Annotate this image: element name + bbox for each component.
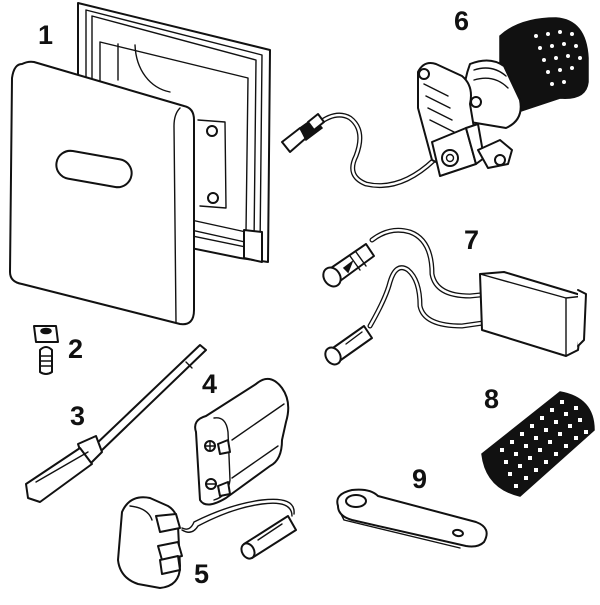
part-label-7: 7 <box>464 225 480 255</box>
part-label-8: 8 <box>484 384 500 414</box>
part-label-3: 3 <box>70 401 86 431</box>
part-7-electronics-module <box>322 227 587 366</box>
part-4-battery-pack <box>194 377 290 506</box>
part-8-strainer <box>481 391 595 497</box>
part-3-hex-key <box>25 344 207 503</box>
part-label-5: 5 <box>194 559 210 589</box>
part-label-1: 1 <box>38 20 54 50</box>
part-label-6: 6 <box>454 6 470 36</box>
part-6-solenoid-valve <box>281 17 589 189</box>
part-label-4: 4 <box>202 369 218 399</box>
part-5-battery-with-cable <box>117 496 297 589</box>
part-label-9: 9 <box>412 464 428 494</box>
part-1-cover-plate <box>9 60 195 326</box>
part-9-wrench <box>336 488 488 549</box>
part-label-2: 2 <box>68 334 84 364</box>
part-2-nut-and-screw <box>33 325 59 375</box>
